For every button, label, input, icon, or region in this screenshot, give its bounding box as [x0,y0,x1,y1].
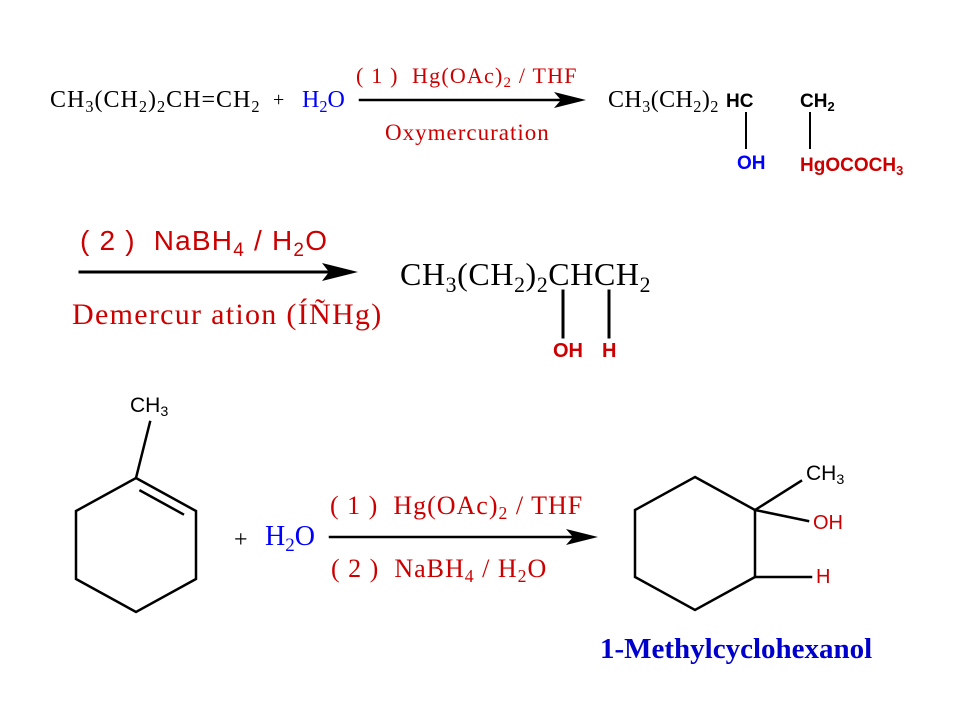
hydroxyl-group: OH [737,153,766,174]
hydration-arrow [328,529,598,545]
formula-text: CH=CH [166,87,252,113]
formula-text: ) [525,256,537,292]
demercuration-reagents: ( 2 ) NaBH4 / H2O [80,225,329,260]
formula-subscript: 2 [319,96,328,116]
formula-text: CH [608,87,643,113]
formula-text: HgOCOCH [800,155,897,176]
product-carbon-2: CH2 [800,91,835,114]
formula-text: ) [148,87,157,113]
arrow-head [554,92,586,108]
oxymercuration-reagents: ( 1 ) Hg(OAc)2 / THF [330,491,584,523]
double-bond-line [138,489,185,516]
formula-subscript: 3 [642,96,651,116]
formula-text: H [302,87,320,113]
formula-text: CHCH [548,256,640,292]
methyl-group: CH3 [806,462,844,487]
formula-subscript: 2 [710,96,719,116]
cyclohexane-ring [633,475,757,612]
formula-subscript: 4 [464,566,475,587]
formula-text: / H [474,554,518,583]
oxymercuration-label: Oxymercuration [385,120,550,145]
formula-subscript: 3 [445,272,458,297]
formula-text: ( 2 ) NaBH [331,554,465,583]
oxymercuration-arrow [358,92,586,108]
formula-text: (CH [650,87,694,113]
arrow-head [322,263,358,281]
formula-subscript: 2 [157,96,167,116]
demercuration-label: Demercur ation (ÍÑHg) [72,298,383,331]
formula-subscript: 2 [517,566,528,587]
product-carbon-1: HC [726,91,754,112]
hydroxyl-group: OH [553,340,583,362]
formula-subscript: 3 [85,96,95,116]
formula-text: / THF [512,63,578,88]
formula-subscript: 4 [233,239,246,261]
cyclohexene-ring [74,476,198,614]
demercuration-reagents: ( 2 ) NaBH4 / H2O [331,554,548,586]
formula-text: CH [50,87,86,113]
formula-text: H [265,521,286,552]
demercuration-arrow [78,263,358,281]
hydrogen-atom: H [816,566,831,588]
formula-text: / H [245,225,294,256]
formula-subscript: 3 [160,404,169,421]
formula-text: / THF [508,491,584,520]
organomercury-chain: CH3(CH2)2 [608,87,719,115]
formula-subscript: 2 [293,239,306,261]
methylcyclohexene-structure [74,420,198,614]
formula-subscript: 3 [896,162,904,178]
formula-subscript: 2 [693,96,702,116]
formula-subscript: 2 [138,96,148,116]
plus-sign: + [273,89,285,111]
bond-hydroxyl [753,508,810,523]
formula-text: ( 1 ) Hg(OAc) [356,63,504,88]
formula-subscript: 2 [514,272,526,297]
methylcyclohexanol-structure [633,475,813,612]
mercuric-acetate-group: HgOCOCH3 [800,155,904,178]
formula-subscript: 3 [836,472,845,489]
formula-subscript: 2 [498,503,509,524]
formula-subscript: 2 [536,272,549,297]
formula-text: CH [800,91,828,112]
formula-text: O [294,521,315,552]
formula-text: O [527,554,548,583]
formula-text: CH [400,256,446,292]
arrow-head [566,529,598,545]
formula-text: ( 1 ) Hg(OAc) [330,491,499,520]
formula-text: (CH [457,256,515,292]
formula-text: ( 2 ) NaBH [80,225,234,256]
pentene-formula: CH3(CH2)2CH=CH2 [50,87,261,115]
hydroxyl-group: OH [813,512,843,534]
formula-subscript: 2 [827,98,835,114]
plus-sign: + [234,527,248,553]
water-formula: H2O [265,521,315,555]
formula-text: O [327,87,345,113]
methyl-group: CH3 [130,394,168,419]
formula-subscript: 2 [251,96,261,116]
formula-text: O [305,225,329,256]
water-formula: H2O [302,87,345,115]
formula-text: CH [806,462,837,485]
alcohol-product-formula: CH3(CH2)2CHCH2 [400,256,651,295]
bond-methyl [753,479,803,512]
formula-text: (CH [94,87,139,113]
formula-subscript: 2 [639,272,652,297]
product-name: 1-Methylcyclohexanol [600,633,873,665]
methyl-bond [134,420,152,480]
formula-subscript: 2 [285,534,295,556]
formula-text: CH [130,394,161,417]
oxymercuration-reagents: ( 1 ) Hg(OAc)2 / THF [356,63,578,91]
hydrogen-atom: H [602,340,617,362]
formula-text: ) [701,87,711,113]
formula-subscript: 2 [503,75,513,92]
